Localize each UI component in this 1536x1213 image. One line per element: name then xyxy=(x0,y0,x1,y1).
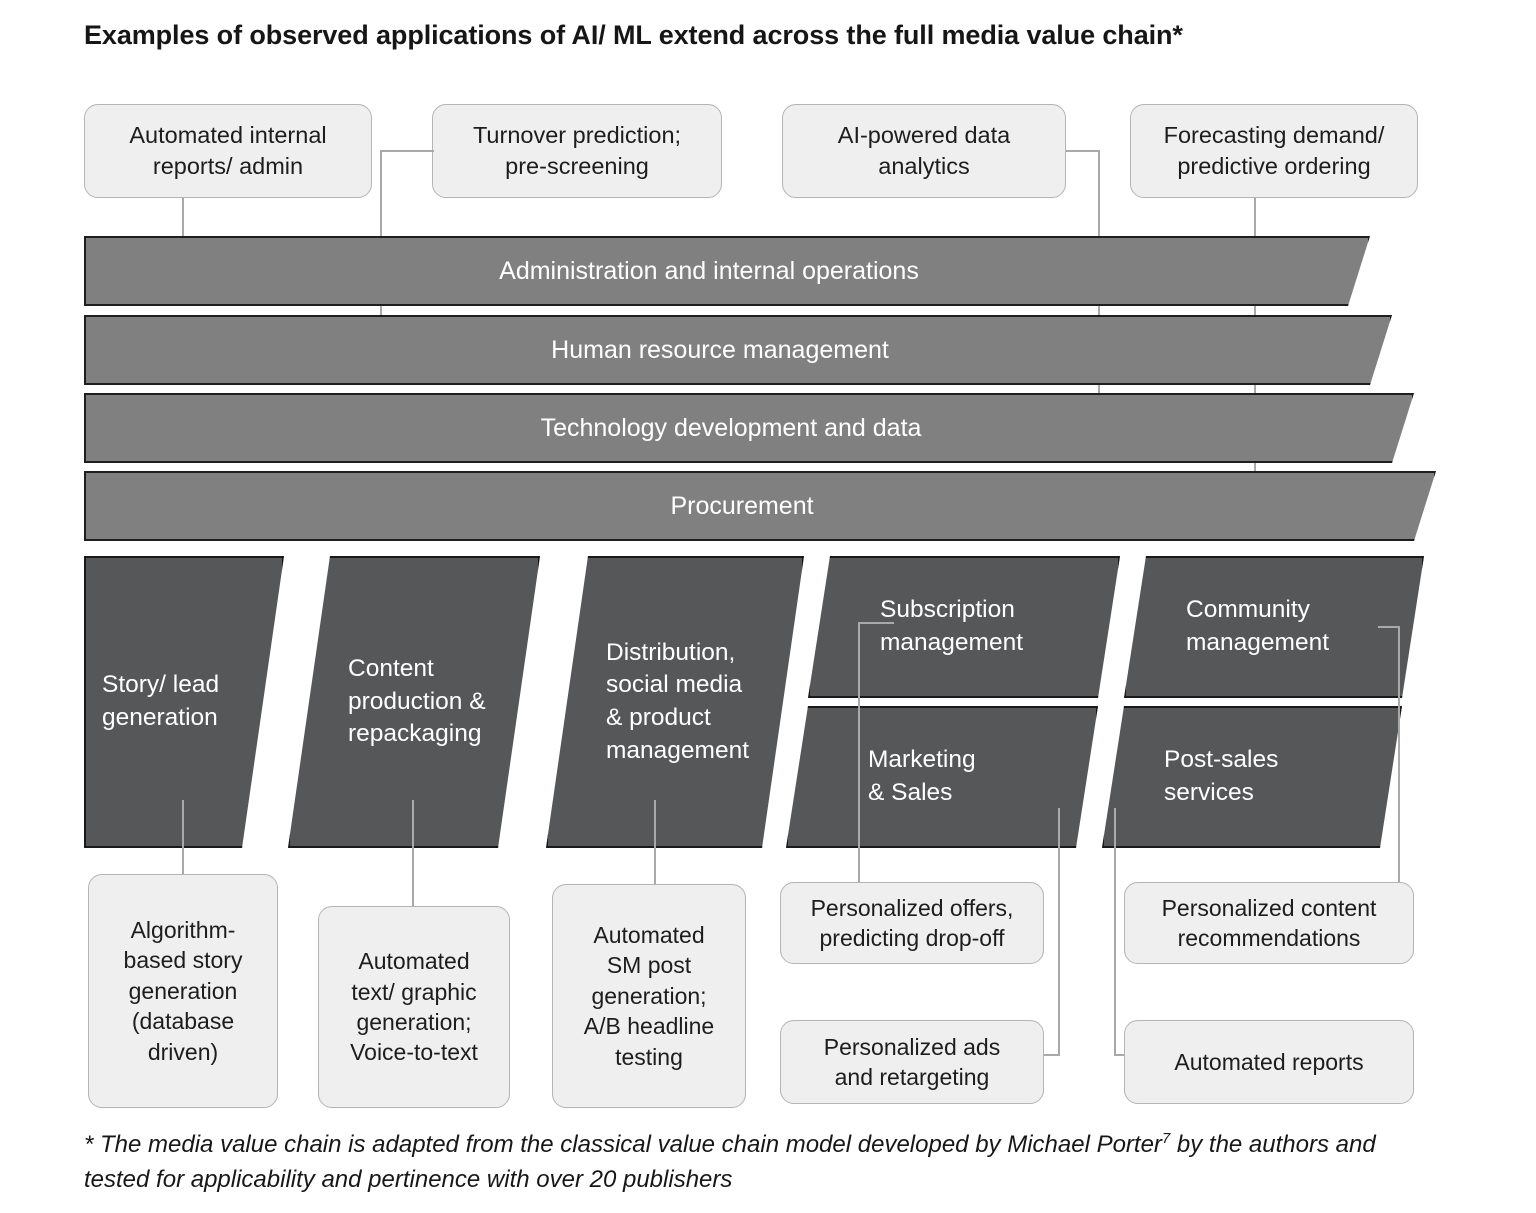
primary-subscription-management: Subscription management xyxy=(808,556,1120,698)
support-bar-technology-development: Technology development and data xyxy=(84,393,1414,463)
support-bar-human-resource: Human resource management xyxy=(84,315,1392,385)
callout-automated-text-graphic-generation: Automated text/ graphic generation; Voic… xyxy=(318,906,510,1108)
footnote-superscript: 7 xyxy=(1161,1131,1171,1147)
footnote: * The media value chain is adapted from … xyxy=(84,1128,1424,1198)
callout-algorithm-based-story-generation: Algorithm- based story generation (datab… xyxy=(88,874,278,1108)
primary-post-sales-services: Post-sales services xyxy=(1102,706,1402,848)
support-bar-human-resource-label: Human resource management xyxy=(551,335,889,364)
connector-subscription-horizontal xyxy=(858,622,894,625)
support-bar-technology-development-label: Technology development and data xyxy=(540,413,922,442)
primary-community-management-label: Community management xyxy=(1186,596,1330,656)
callout-turnover-prediction: Turnover prediction; pre-screening xyxy=(432,104,722,198)
primary-post-sales-services-label: Post-sales services xyxy=(1164,746,1279,806)
primary-content-production: Content production & repackaging xyxy=(288,556,540,848)
footnote-part1: * The media value chain is adapted from … xyxy=(84,1131,1162,1158)
connector-distribution xyxy=(654,800,657,888)
connector-post-sales-vertical xyxy=(1114,808,1117,1056)
primary-story-lead-generation-label: Story/ lead generation xyxy=(102,671,220,731)
callout-personalized-offers: Personalized offers, predicting drop-off xyxy=(780,882,1044,964)
primary-marketing-sales: Marketing & Sales xyxy=(786,706,1098,848)
support-bar-procurement: Procurement xyxy=(84,471,1436,541)
connector-content-production xyxy=(412,800,415,910)
connector-turnover-prediction-horizontal xyxy=(380,150,434,153)
support-bar-administration-label: Administration and internal operations xyxy=(499,256,919,285)
connector-ai-analytics-horizontal xyxy=(1066,150,1100,153)
callout-automated-internal-reports: Automated internal reports/ admin xyxy=(84,104,372,198)
primary-subscription-management-label: Subscription management xyxy=(880,596,1024,656)
primary-distribution-social-media-label: Distribution, social media & product man… xyxy=(606,638,750,764)
connector-community-vertical xyxy=(1398,626,1401,884)
connector-story-lead-generation xyxy=(182,800,185,878)
footnote-part2: by the authors and tested for applicabil… xyxy=(84,1131,1376,1193)
callout-forecasting-demand: Forecasting demand/ predictive ordering xyxy=(1130,104,1418,198)
connector-marketing-sales-horizontal xyxy=(1040,1054,1060,1057)
callout-personalized-content-recommendations: Personalized content recommendations xyxy=(1124,882,1414,964)
primary-marketing-sales-label: Marketing & Sales xyxy=(868,746,976,806)
primary-content-production-label: Content production & repackaging xyxy=(348,655,486,748)
callout-personalized-ads-retargeting: Personalized ads and retargeting xyxy=(780,1020,1044,1104)
callout-automated-reports: Automated reports xyxy=(1124,1020,1414,1104)
page-title: Examples of observed applications of AI/… xyxy=(84,20,1183,50)
primary-distribution-social-media: Distribution, social media & product man… xyxy=(546,556,804,848)
support-bar-administration: Administration and internal operations xyxy=(84,236,1370,306)
connector-subscription-vertical xyxy=(858,622,861,882)
callout-ai-powered-data-analytics: AI-powered data analytics xyxy=(782,104,1066,198)
callout-automated-sm-post-generation: Automated SM post generation; A/B headli… xyxy=(552,884,746,1108)
connector-community-horizontal xyxy=(1378,626,1400,629)
connector-marketing-sales-vertical xyxy=(1058,808,1061,1056)
primary-community-management: Community management xyxy=(1124,556,1424,698)
support-bar-procurement-label: Procurement xyxy=(670,491,814,520)
